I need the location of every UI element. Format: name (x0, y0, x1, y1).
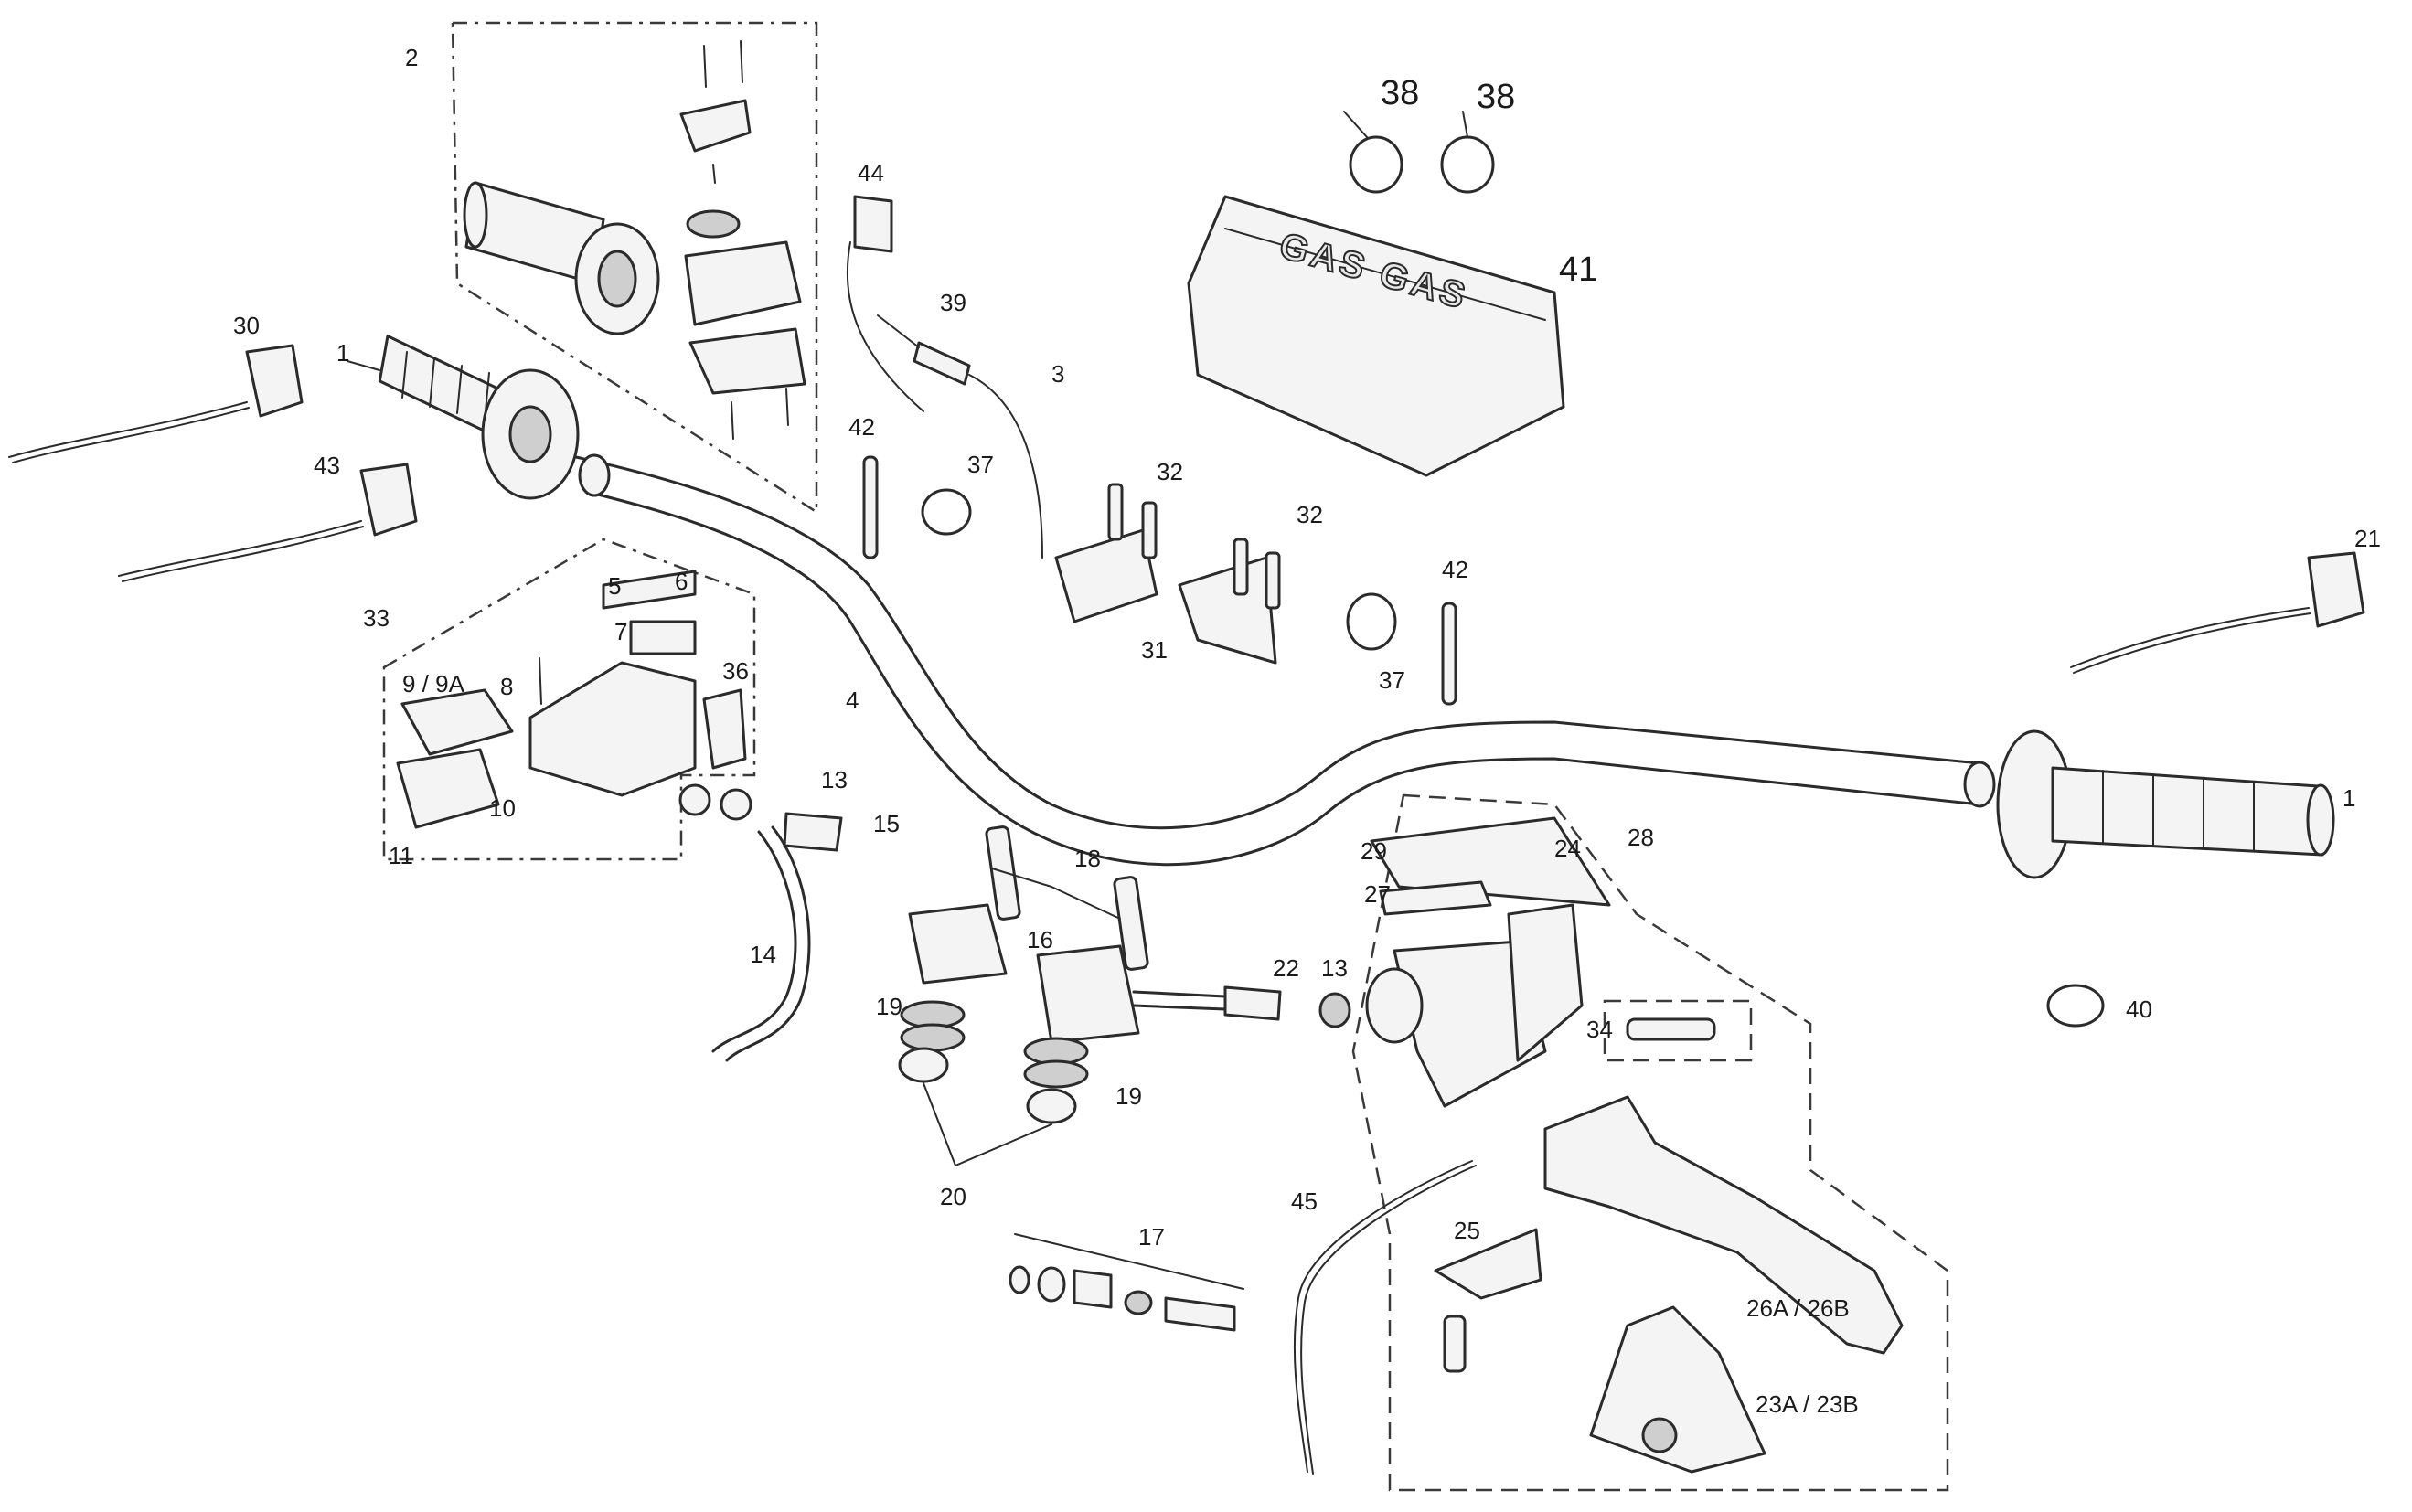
bar-end-30 (8, 344, 304, 463)
bolts-18 (985, 825, 1149, 971)
label-26a-26b: 26A / 26B (1746, 1294, 1850, 1322)
label-41: 41 (1559, 250, 1597, 289)
label-16: 16 (1027, 926, 1053, 953)
label-30: 30 (233, 312, 260, 339)
part-labels: 2 30 1 43 33 5 6 7 9 / 9A 8 36 10 11 4 1… (233, 44, 2381, 1418)
label-36: 36 (722, 657, 749, 685)
left-hose (711, 812, 843, 1062)
clip-37-left (921, 488, 972, 536)
label-39: 39 (940, 289, 966, 316)
label-9-9a: 9 / 9A (402, 670, 465, 697)
upper-clamp-right (1178, 538, 1281, 665)
label-42-right: 42 (1442, 556, 1468, 583)
clip-40 (2046, 984, 2105, 1028)
label-1-right: 1 (2343, 784, 2355, 812)
lever-perch (1589, 1305, 1766, 1474)
kill-switch-44 (846, 195, 924, 412)
left-grip (378, 335, 580, 500)
bar-end-21 (2070, 551, 2365, 674)
label-17: 17 (1138, 1223, 1165, 1251)
label-38-b: 38 (1477, 78, 1515, 116)
label-43: 43 (314, 452, 340, 479)
adjuster-34 (1626, 1017, 1716, 1041)
group-outline-clutch-lever (1351, 793, 1949, 1492)
clutch-lever (1543, 1095, 1904, 1355)
throttle-cable (877, 314, 1043, 559)
throttle-assembly (463, 40, 806, 440)
group-outline-left-switch (382, 538, 756, 861)
label-37-right: 37 (1379, 666, 1405, 694)
clutch-master-cylinder (1365, 816, 1611, 1108)
label-4: 4 (846, 687, 859, 714)
upper-clamp-left (1054, 483, 1158, 623)
label-31: 31 (1141, 636, 1168, 664)
risers-16 (908, 903, 1140, 1044)
label-13-left: 13 (821, 766, 848, 793)
label-27: 27 (1364, 880, 1391, 908)
bar-pad: GAS GAS (1187, 195, 1565, 477)
label-28: 28 (1628, 824, 1654, 851)
label-1-left: 1 (336, 339, 349, 367)
label-19-b: 19 (1115, 1082, 1142, 1110)
pin-42-right (1441, 602, 1457, 706)
clip-25 (1434, 1228, 1542, 1373)
label-18: 18 (1074, 845, 1101, 872)
label-40: 40 (2126, 996, 2152, 1023)
clip-37-right (1346, 592, 1397, 651)
label-19-a: 19 (876, 993, 902, 1020)
label-6: 6 (675, 568, 688, 595)
label-3: 3 (1051, 360, 1064, 388)
label-38-a: 38 (1381, 74, 1419, 112)
cable-45 (1293, 1160, 1477, 1475)
label-15: 15 (873, 810, 900, 837)
clamp-38-b (1440, 135, 1495, 194)
label-32-a: 32 (1157, 458, 1183, 485)
leader-lines (347, 111, 1468, 920)
label-34: 34 (1586, 1016, 1613, 1043)
bar-end-43 (118, 463, 418, 582)
label-10: 10 (489, 794, 516, 822)
label-45: 45 (1291, 1187, 1318, 1215)
rubbers-20 (898, 1047, 1077, 1166)
label-37-left: 37 (967, 451, 994, 478)
label-14: 14 (750, 941, 776, 968)
label-24: 24 (1554, 835, 1581, 862)
washers-19 (900, 1000, 1089, 1089)
left-switch-assembly (396, 570, 752, 829)
label-20: 20 (940, 1183, 966, 1210)
label-22: 22 (1273, 954, 1299, 982)
label-21: 21 (2354, 525, 2381, 552)
right-hose (1132, 985, 1351, 1028)
pin-42-left (862, 455, 879, 559)
label-44: 44 (858, 159, 884, 186)
label-11: 11 (389, 842, 413, 869)
handlebar (574, 453, 1996, 867)
label-32-b: 32 (1297, 501, 1323, 528)
label-42-left: 42 (848, 413, 875, 441)
label-29: 29 (1361, 837, 1387, 865)
label-7: 7 (614, 618, 627, 645)
right-grip (1996, 729, 2335, 879)
label-25: 25 (1454, 1217, 1480, 1244)
label-23a-23b: 23A / 23B (1756, 1390, 1859, 1418)
seal-kit-17 (1009, 1233, 1244, 1332)
label-33: 33 (363, 604, 390, 632)
label-13-right: 13 (1321, 954, 1348, 982)
label-2: 2 (405, 44, 418, 71)
label-8: 8 (500, 673, 513, 700)
label-5: 5 (608, 572, 621, 600)
clamp-38-a (1349, 135, 1403, 194)
group-outline-throttle (451, 21, 818, 515)
